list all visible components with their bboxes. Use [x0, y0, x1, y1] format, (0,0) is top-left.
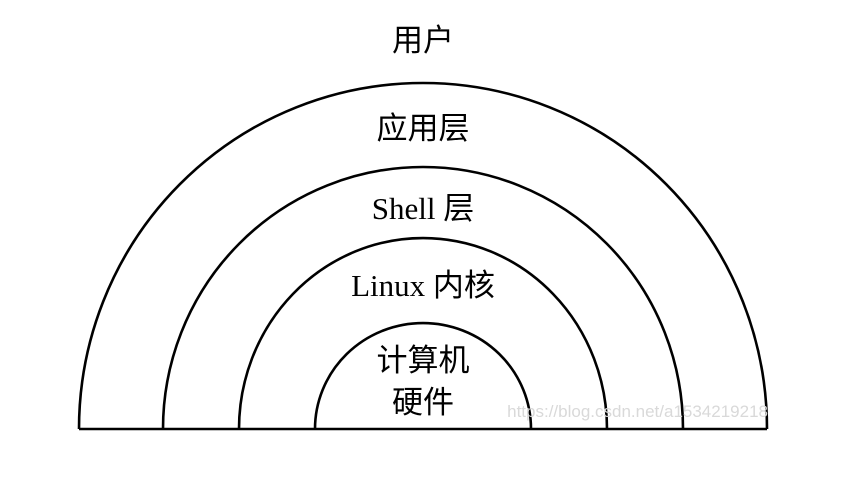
user-label: 用户 — [392, 23, 454, 58]
hardware-label-line2: 硬件 — [392, 385, 454, 420]
application-layer-arc — [77, 81, 769, 430]
kernel-layer-arc — [237, 236, 609, 430]
application-layer-label: 应用层 — [376, 111, 470, 146]
hardware-label-line1: 计算机 — [376, 343, 470, 378]
hardware-layer-arc — [313, 321, 533, 430]
shell-layer-label: Shell 层 — [371, 191, 475, 226]
kernel-layer-label: Linux 内核 — [351, 268, 495, 303]
shell-layer-arc — [161, 165, 685, 430]
